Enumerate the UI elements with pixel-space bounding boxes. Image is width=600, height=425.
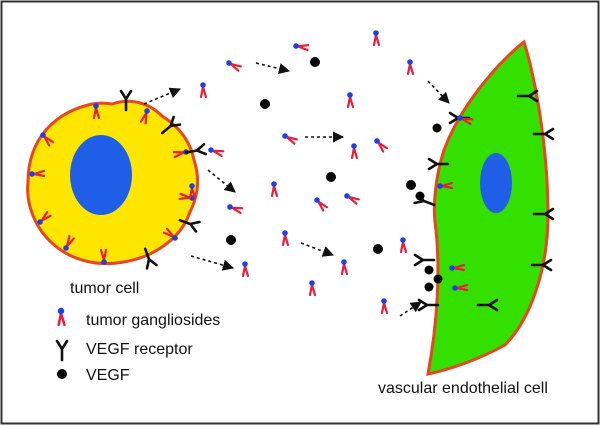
legend-receptor-label: VEGF receptor [86, 341, 193, 358]
tumor-cell-nucleus [70, 135, 132, 215]
legend-vegf-label: VEGF [86, 367, 130, 384]
tumor-cell [26, 99, 199, 266]
bound-vegf [415, 123, 443, 292]
endothelial-cell-label: vascular endothelial cell [378, 380, 548, 397]
legend-vegf-icon [57, 369, 67, 379]
movement-arrows [143, 62, 450, 317]
free-vegf [226, 57, 416, 254]
legend: tumor gangliosides VEGF receptor VEGF [55, 306, 220, 384]
tumor-cell-label: tumor cell [70, 280, 139, 297]
endothelial-cell-nucleus [480, 153, 512, 213]
endothelial-cell [426, 39, 550, 376]
legend-gangliosides-label: tumor gangliosides [86, 312, 220, 329]
